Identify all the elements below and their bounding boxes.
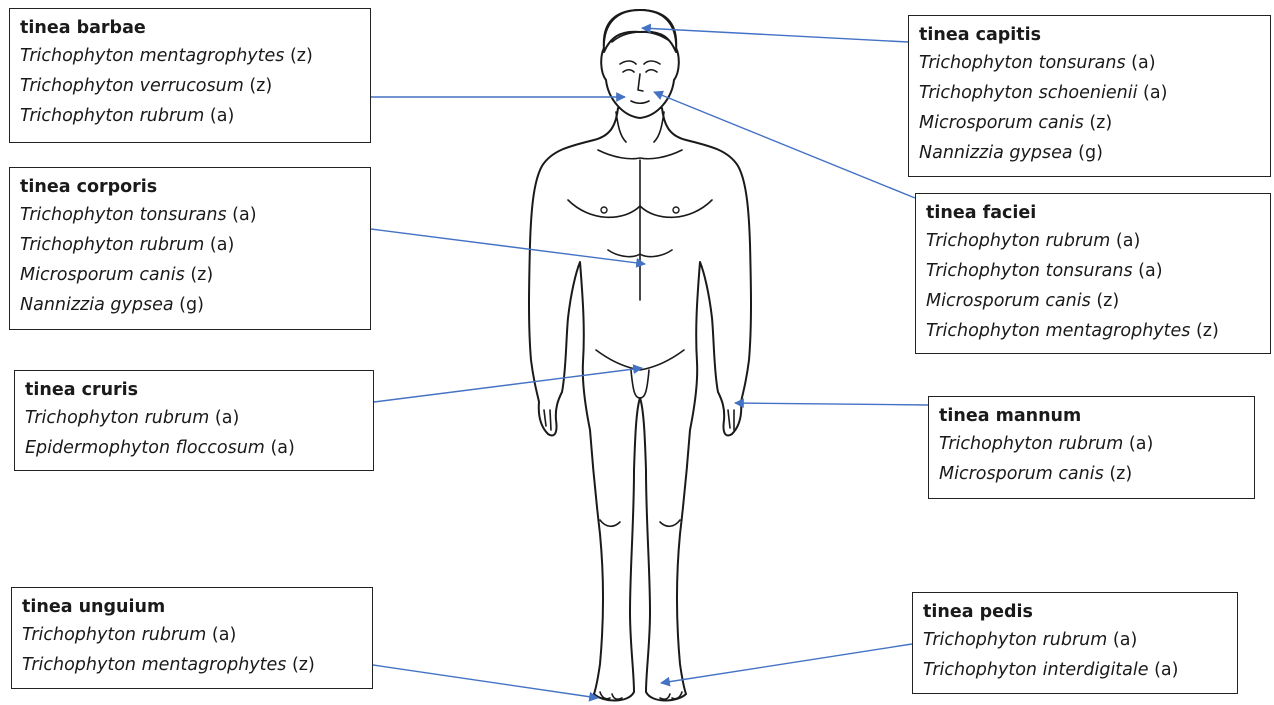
label-tinea-mannum: tinea mannum Trichophyton rubrum (a) Mic… xyxy=(928,396,1255,499)
species-line: Trichophyton interdigitale (a) xyxy=(923,655,1228,685)
source-code: (z) xyxy=(1096,291,1119,311)
source-code: (a) xyxy=(210,106,234,126)
species-line: Trichophyton mentagrophytes (z) xyxy=(926,316,1261,346)
species-line: Trichophyton schoenienii (a) xyxy=(919,78,1261,108)
species-name: Trichophyton rubrum xyxy=(25,408,209,428)
source-code: (a) xyxy=(270,438,294,458)
source-code: (a) xyxy=(232,205,256,225)
arrow-capitis xyxy=(642,28,908,42)
species-line: Nannizzia gypsea (g) xyxy=(919,138,1261,168)
species-line: Trichophyton rubrum (a) xyxy=(926,226,1261,256)
label-tinea-barbae: tinea barbae Trichophyton mentagrophytes… xyxy=(9,8,371,143)
source-code: (z) xyxy=(1196,321,1219,341)
label-tinea-unguium: tinea unguium Trichophyton rubrum (a) Tr… xyxy=(11,587,373,689)
species-line: Trichophyton rubrum (a) xyxy=(20,101,361,131)
species-line: Trichophyton rubrum (a) xyxy=(20,230,361,260)
source-code: (a) xyxy=(1113,630,1137,650)
arrow-pedis xyxy=(661,644,912,683)
source-code: (z) xyxy=(292,655,315,675)
species-name: Trichophyton rubrum xyxy=(20,106,204,126)
source-code: (a) xyxy=(1143,83,1167,103)
source-code: (a) xyxy=(1154,660,1178,680)
label-tinea-pedis: tinea pedis Trichophyton rubrum (a) Tric… xyxy=(912,592,1238,694)
species-line: Trichophyton tonsurans (a) xyxy=(919,48,1261,78)
species-name: Microsporum canis xyxy=(939,464,1104,484)
species-line: Trichophyton rubrum (a) xyxy=(923,625,1228,655)
label-tinea-corporis: tinea corporis Trichophyton tonsurans (a… xyxy=(9,167,371,330)
right-nipple xyxy=(673,207,679,213)
species-name: Trichophyton rubrum xyxy=(926,231,1110,251)
label-title: tinea pedis xyxy=(923,599,1228,625)
species-name: Trichophyton mentagrophytes xyxy=(926,321,1190,341)
species-name: Trichophyton interdigitale xyxy=(923,660,1149,680)
arrow-unguium xyxy=(373,665,598,698)
label-title: tinea unguium xyxy=(22,594,363,620)
species-line: Epidermophyton floccosum (a) xyxy=(25,433,364,463)
species-line: Trichophyton tonsurans (a) xyxy=(20,200,361,230)
species-name: Trichophyton tonsurans xyxy=(20,205,227,225)
species-line: Microsporum canis (z) xyxy=(919,108,1261,138)
species-line: Microsporum canis (z) xyxy=(20,260,361,290)
species-name: Trichophyton rubrum xyxy=(923,630,1107,650)
source-code: (z) xyxy=(1109,464,1132,484)
species-line: Microsporum canis (z) xyxy=(939,459,1245,489)
source-code: (z) xyxy=(290,46,313,66)
left-nipple xyxy=(601,207,607,213)
species-name: Trichophyton rubrum xyxy=(22,625,206,645)
species-name: Trichophyton rubrum xyxy=(939,434,1123,454)
label-tinea-cruris: tinea cruris Trichophyton rubrum (a) Epi… xyxy=(14,370,374,471)
source-code: (a) xyxy=(1116,231,1140,251)
label-title: tinea faciei xyxy=(926,200,1261,226)
species-line: Trichophyton rubrum (a) xyxy=(939,429,1245,459)
species-line: Trichophyton mentagrophytes (z) xyxy=(22,650,363,680)
species-name: Microsporum canis xyxy=(20,265,185,285)
label-title: tinea capitis xyxy=(919,22,1261,48)
species-name: Nannizzia gypsea xyxy=(919,143,1073,163)
source-code: (z) xyxy=(249,76,272,96)
source-code: (g) xyxy=(1078,143,1103,163)
source-code: (z) xyxy=(190,265,213,285)
species-line: Trichophyton tonsurans (a) xyxy=(926,256,1261,286)
source-code: (g) xyxy=(179,295,204,315)
arrow-mannum xyxy=(735,403,928,405)
species-name: Trichophyton schoenienii xyxy=(919,83,1137,103)
species-name: Trichophyton verrucosum xyxy=(20,76,244,96)
species-name: Trichophyton mentagrophytes xyxy=(22,655,286,675)
label-title: tinea corporis xyxy=(20,174,361,200)
species-name: Epidermophyton floccosum xyxy=(25,438,265,458)
human-figure xyxy=(529,10,751,701)
species-name: Microsporum canis xyxy=(926,291,1091,311)
source-code: (a) xyxy=(1138,261,1162,281)
source-code: (a) xyxy=(1131,53,1155,73)
species-line: Nannizzia gypsea (g) xyxy=(20,290,361,320)
species-line: Microsporum canis (z) xyxy=(926,286,1261,316)
species-line: Trichophyton rubrum (a) xyxy=(25,403,364,433)
species-name: Trichophyton rubrum xyxy=(20,235,204,255)
label-title: tinea cruris xyxy=(25,377,364,403)
species-name: Microsporum canis xyxy=(919,113,1084,133)
species-line: Trichophyton rubrum (a) xyxy=(22,620,363,650)
species-name: Nannizzia gypsea xyxy=(20,295,174,315)
source-code: (z) xyxy=(1089,113,1112,133)
source-code: (a) xyxy=(1129,434,1153,454)
source-code: (a) xyxy=(210,235,234,255)
source-code: (a) xyxy=(212,625,236,645)
species-line: Trichophyton verrucosum (z) xyxy=(20,71,361,101)
label-title: tinea barbae xyxy=(20,15,361,41)
label-title: tinea mannum xyxy=(939,403,1245,429)
species-line: Trichophyton mentagrophytes (z) xyxy=(20,41,361,71)
label-tinea-faciei: tinea faciei Trichophyton rubrum (a) Tri… xyxy=(915,193,1271,354)
species-name: Trichophyton tonsurans xyxy=(919,53,1126,73)
species-name: Trichophyton mentagrophytes xyxy=(20,46,284,66)
source-code: (a) xyxy=(215,408,239,428)
species-name: Trichophyton tonsurans xyxy=(926,261,1133,281)
label-tinea-capitis: tinea capitis Trichophyton tonsurans (a)… xyxy=(908,15,1271,177)
